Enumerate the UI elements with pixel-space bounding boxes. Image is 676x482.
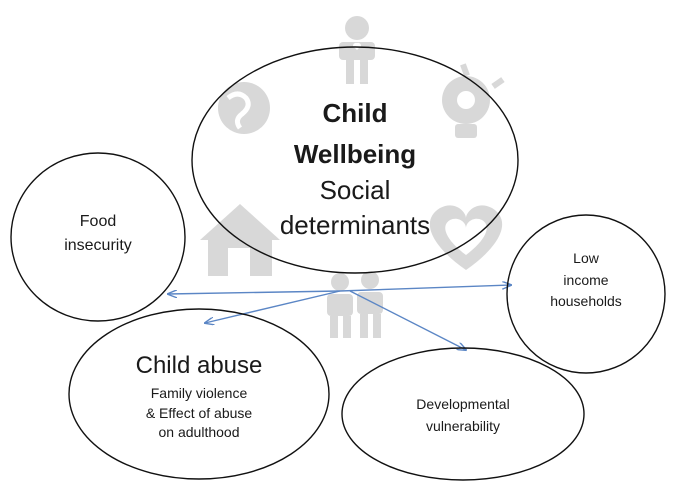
lightbulb-icon (442, 63, 505, 138)
abuse-title: Child abuse (135, 352, 263, 379)
arrow-to-abuse (205, 290, 341, 323)
income-line3: households (550, 293, 622, 309)
arrow-to-income (339, 285, 511, 292)
center-text: Child Wellbeing Social determinants (255, 97, 455, 241)
development-node-text: Developmental vulnerability (388, 396, 538, 435)
family-icon (339, 16, 375, 84)
abuse-line2: & Effect of abuse (145, 404, 253, 421)
food-node-text: Food insecurity (38, 212, 158, 256)
arrow-to-food (168, 291, 341, 294)
heart-icon (429, 205, 503, 270)
development-ellipse (341, 347, 585, 481)
globe-icon (218, 82, 270, 134)
center-title-line2: Wellbeing (293, 138, 417, 169)
income-line1: Low (573, 250, 599, 266)
food-line2: insecurity (64, 237, 132, 254)
income-ellipse (506, 214, 666, 374)
abuse-line3: on adulthood (158, 424, 240, 440)
center-subtitle-line2: determinants (279, 209, 431, 240)
development-line2: vulnerability (426, 417, 500, 434)
center-subtitle-line1: Social (319, 175, 391, 205)
income-node-text: Low income households (530, 250, 642, 311)
arrow-to-development (349, 290, 466, 350)
center-title-line1: Child (322, 98, 388, 128)
income-line2: income (563, 271, 609, 288)
arrows (168, 285, 511, 350)
food-ellipse (10, 152, 186, 322)
family-group-icon (327, 271, 383, 338)
center-ellipse (191, 46, 519, 274)
abuse-ellipse (68, 308, 330, 480)
abuse-node-text: Child abuse Family violence & Effect of … (109, 351, 289, 442)
abuse-line1: Family violence (150, 385, 248, 401)
food-line1: Food (79, 213, 117, 230)
development-line1: Developmental (416, 396, 510, 412)
